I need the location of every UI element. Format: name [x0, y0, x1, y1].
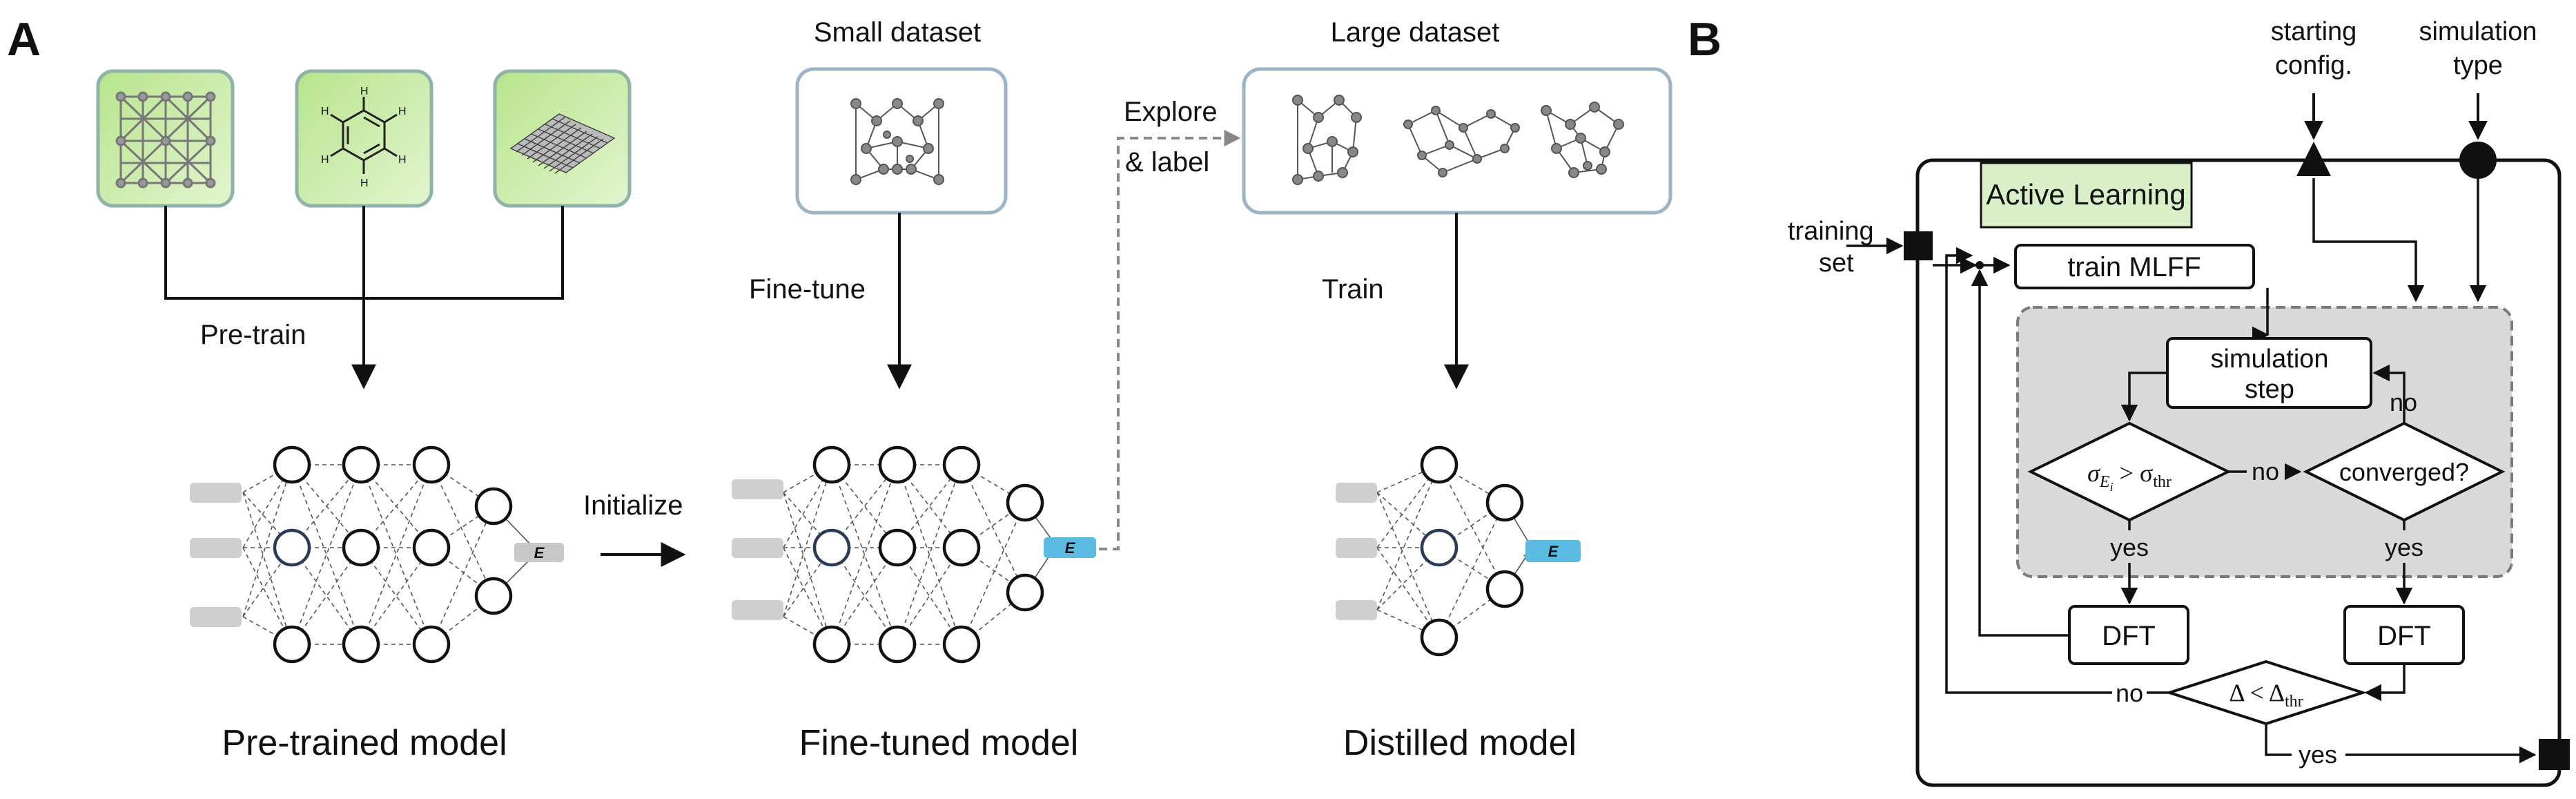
simulation-step-label-1: simulation [2210, 345, 2328, 374]
simulation-type-label-2: type [2453, 51, 2503, 80]
pretrain-dataset-molecule: H H H H H H [295, 69, 433, 208]
sigma-symbol: σ [2087, 459, 2100, 487]
finetuned-network: E [732, 445, 1096, 664]
atom-label: H [398, 154, 407, 166]
active-learning-frame [1915, 158, 2562, 787]
2d-sheet-icon [509, 113, 616, 174]
starting-config-label-1: starting [2271, 17, 2357, 46]
delta-main: Δ < Δ [2229, 679, 2285, 706]
input-bars [1336, 483, 1377, 620]
active-learning-title: Active Learning [1986, 178, 2186, 211]
sigma-thr: thr [2153, 473, 2172, 491]
pretrain-dataset-crystal [96, 69, 235, 208]
energy-symbol: E [1548, 543, 1559, 560]
flow-line [2364, 664, 2406, 702]
converged-label: converged? [2339, 458, 2469, 486]
panel-b: B starting config. simulation type Activ… [1688, 13, 2570, 787]
training-set-port [1904, 231, 1933, 260]
pretrain-dataset-surface [493, 69, 632, 208]
explore-label-line1: Explore [1124, 97, 1218, 127]
sigma-sub: E [2099, 473, 2110, 491]
pretrained-network: E [190, 445, 564, 664]
starting-config-label-2: config. [2275, 51, 2352, 80]
benzene-molecule-icon [330, 97, 398, 174]
small-structure-icon [850, 98, 944, 185]
pretrain-merge-line [164, 206, 564, 300]
train-mlff-box [2014, 244, 2255, 289]
atom-label: H [360, 177, 369, 189]
energy-output [514, 543, 564, 562]
small-dataset-title: Small dataset [814, 17, 981, 48]
yes-label: yes [2110, 533, 2149, 561]
flow-line [2312, 178, 2425, 302]
train-label: Train [1322, 274, 1384, 305]
distilled-model-title: Distilled model [1343, 723, 1577, 763]
no-label: no [2116, 679, 2143, 707]
sigma-op: > σ [2114, 459, 2154, 487]
atom-label: H [321, 154, 329, 166]
panel-a: A H H H H H [7, 13, 1672, 763]
small-dataset-box [795, 67, 1008, 215]
simulation-step-label-2: step [2245, 375, 2294, 404]
no-label: no [2252, 457, 2279, 485]
dft-label-right: DFT [2377, 621, 2431, 651]
simulation-type-port [2459, 142, 2497, 179]
error-condition: Δ < Δthr [2229, 679, 2303, 711]
active-learning-title-box [1980, 162, 2193, 229]
energy-output [1044, 537, 1096, 558]
explore-label-line2: & label [1125, 147, 1209, 177]
input-bars [732, 479, 783, 620]
flow-line [2265, 724, 2292, 756]
energy-output [1525, 540, 1581, 562]
distilled-network: E [1336, 445, 1581, 657]
no-label: no [2390, 388, 2417, 416]
crystal-lattice-icon [115, 91, 216, 189]
initialize-label: Initialize [583, 490, 683, 521]
energy-symbol: E [534, 544, 545, 561]
explore-label-arrow [1099, 130, 1241, 550]
atom-label: H [360, 86, 369, 97]
uncertainty-condition: σEi > σthr [2087, 459, 2172, 494]
large-structures-icon [1292, 95, 1624, 185]
yes-label: yes [2385, 533, 2423, 561]
flow-line [2372, 364, 2406, 423]
training-set-label-2: set [1819, 249, 1854, 278]
atom-label: H [321, 106, 329, 117]
energy-symbol: E [1065, 539, 1076, 557]
flow-line [2120, 372, 2167, 422]
panel-b-letter: B [1688, 13, 1721, 66]
dft-label-left: DFT [2102, 621, 2156, 651]
simulation-type-label-1: simulation [2419, 17, 2537, 46]
atom-label: H [398, 106, 407, 117]
input-bars [190, 483, 242, 627]
flow-line [1945, 247, 2112, 694]
train-mlff-label: train MLFF [2067, 252, 2201, 282]
starting-config-port [2296, 142, 2331, 176]
output-port [2539, 739, 2570, 770]
yes-label: yes [2299, 740, 2337, 769]
training-set-label-1: training [1788, 217, 1874, 246]
large-dataset-title: Large dataset [1331, 17, 1500, 48]
finetuned-model-title: Fine-tuned model [799, 723, 1079, 763]
pretrain-label: Pre-train [200, 320, 306, 350]
flow-line [1971, 269, 2069, 637]
pretrained-model-title: Pre-trained model [222, 723, 507, 763]
panel-a-letter: A [7, 13, 41, 66]
sigma-subsub: i [2110, 480, 2114, 494]
large-dataset-box [1242, 67, 1672, 215]
delta-thr: thr [2285, 693, 2303, 711]
finetune-label: Fine-tune [749, 274, 866, 305]
